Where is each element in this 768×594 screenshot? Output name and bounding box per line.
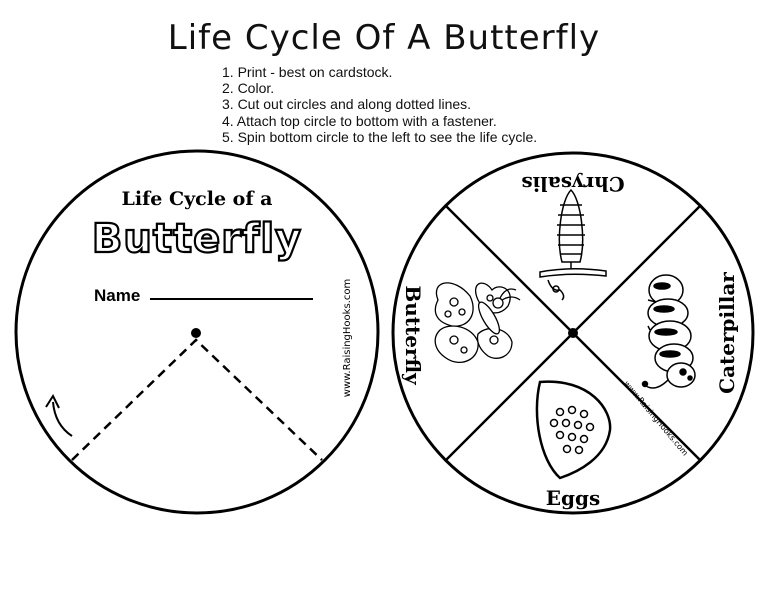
cut-window-dashed-line[interactable] <box>71 338 323 461</box>
bottom-circle: Chrysalis Caterpillar Eggs Butterfly www… <box>391 151 755 515</box>
top-heading-line2: Butterfly <box>92 216 302 262</box>
instruction-step: 5. Spin bottom circle to the left to see… <box>222 128 538 145</box>
caterpillar-icon <box>641 274 696 389</box>
page-title: Life Cycle Of A Butterfly <box>167 18 601 58</box>
top-watermark: www.RaisingHooks.com <box>342 279 353 397</box>
instruction-step: 2. Color. <box>222 80 275 97</box>
butterfly-icon <box>434 282 521 363</box>
eggs-icon <box>535 380 612 480</box>
instruction-step: 3. Cut out circles and along dotted line… <box>222 96 472 113</box>
chrysalis-icon <box>539 188 607 301</box>
top-circle: Life Cycle of a Butterfly Name www.Raisi… <box>14 149 380 515</box>
caterpillar-label: Caterpillar <box>715 272 739 394</box>
top-heading-line1: Life Cycle of a <box>122 188 273 210</box>
butterfly-label: Butterfly <box>401 285 425 386</box>
arrow-icon <box>45 393 73 437</box>
instruction-step: 1. Print - best on cardstock. <box>222 64 393 80</box>
fastener-dot-icon[interactable] <box>191 328 201 338</box>
name-label: Name <box>94 286 140 305</box>
center-fastener-dot <box>568 328 578 338</box>
instructions-list: 1. Print - best on cardstock. 2. Color. … <box>222 64 537 145</box>
instruction-step: 4. Attach top circle to bottom with a fa… <box>222 112 497 129</box>
eggs-label: Eggs <box>546 486 600 510</box>
